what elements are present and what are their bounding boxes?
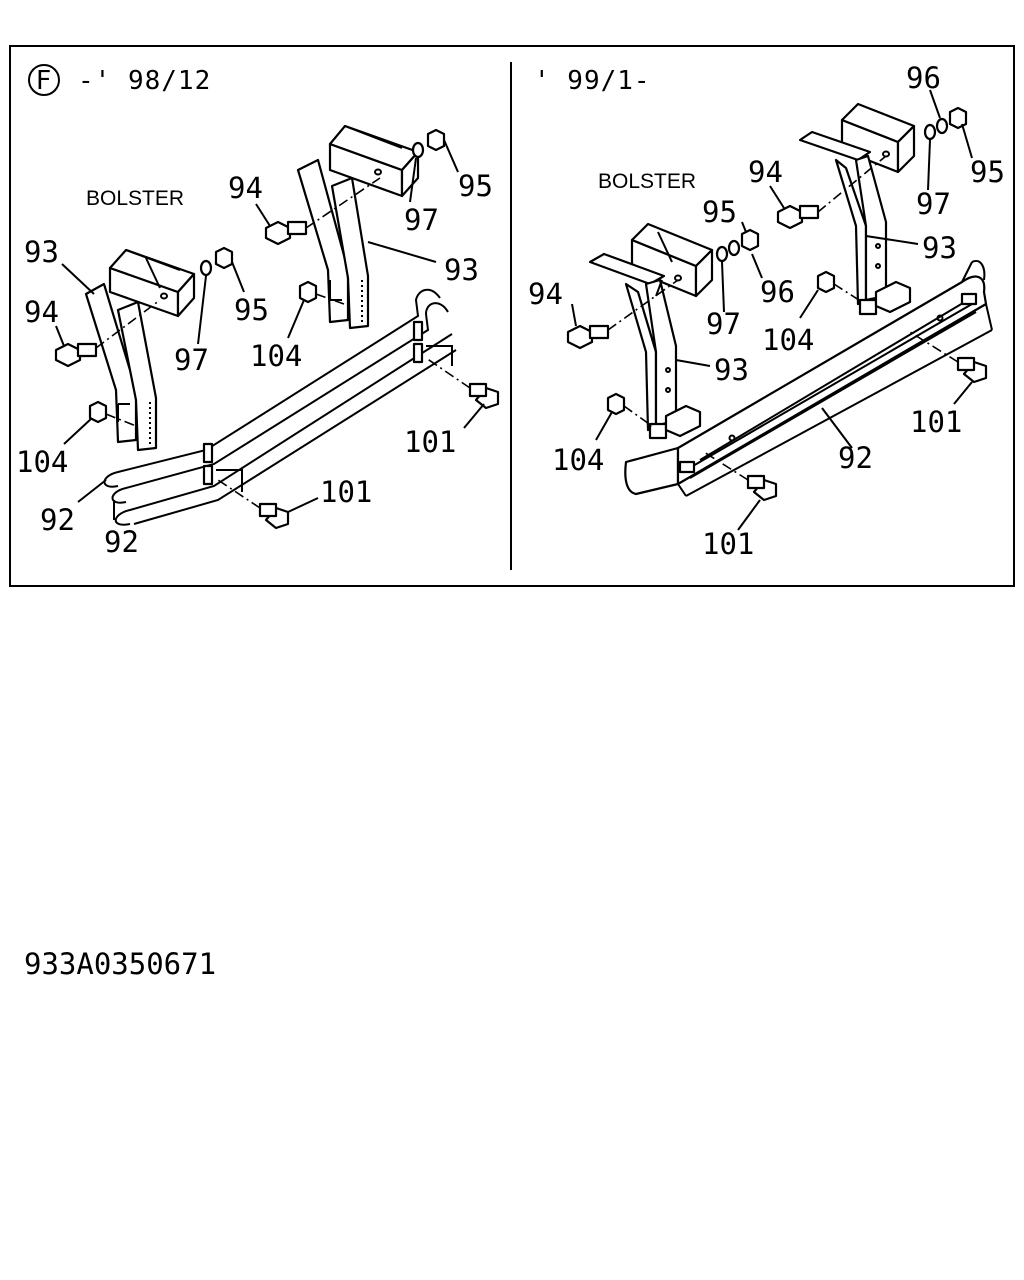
callout-92-left-b: 92 [104, 525, 139, 559]
bolster-back-left [328, 124, 420, 198]
bumper-bar-left [103, 280, 457, 526]
bolt-94-front-left [54, 342, 98, 368]
bolt-94-front-right [566, 324, 610, 350]
bolt-101-front-right [746, 474, 778, 502]
nut-104-front-right [606, 392, 626, 416]
circled-letter-badge [28, 64, 60, 96]
nut-95-front-right [740, 228, 760, 252]
bolster-label-right: BOLSTER [598, 170, 696, 193]
circled-letter: F [36, 66, 53, 96]
washer-97-front-right [715, 245, 729, 263]
bolt-94-back-left [264, 220, 308, 246]
callout-97-right-a: 97 [916, 187, 951, 221]
bolt-94-back-right [776, 204, 820, 230]
callout-94-left-a: 94 [24, 295, 59, 329]
nut-104-front-left [88, 400, 108, 424]
period-label-right: ' 99/1- [534, 66, 651, 96]
callout-95-left-a: 95 [458, 169, 493, 203]
callout-97-left-b: 97 [174, 343, 209, 377]
bolster-label-left: BOLSTER [86, 187, 184, 210]
callout-101-right-a: 101 [910, 405, 962, 439]
callout-97-left-a: 97 [404, 203, 439, 237]
washer-97-back-right [923, 123, 937, 141]
callout-94-right-a: 94 [748, 155, 783, 189]
callout-104-left-b: 104 [16, 445, 68, 479]
nut-104-back-left [298, 280, 318, 304]
callout-93-left-a: 93 [24, 235, 59, 269]
hardware-left [54, 128, 500, 530]
panel-right: ' 99/1- BOLSTER [528, 61, 1005, 561]
hardware-right [566, 106, 988, 502]
drawing-code: 933A0350671 [24, 947, 216, 981]
bumper-channel-right [624, 260, 993, 497]
callout-97-right-b: 97 [706, 307, 741, 341]
callout-93-right-a: 93 [922, 231, 957, 265]
callout-94-right-b: 94 [528, 277, 563, 311]
callout-101-left-b: 101 [320, 475, 372, 509]
panel-left: F -' 98/12 BOLSTER [16, 64, 500, 559]
callout-101-right-b: 101 [702, 527, 754, 561]
washer-97-back-left [411, 141, 425, 159]
callout-101-left-a: 101 [404, 425, 456, 459]
nut-95-back-right [948, 106, 968, 130]
bolt-101-rear-left [468, 382, 500, 410]
leader-lines-right [571, 89, 973, 531]
bracket-back-right [798, 130, 912, 316]
bolster-back-right [840, 102, 916, 174]
bracket-back-left [296, 158, 370, 330]
period-label-left: -' 98/12 [78, 66, 211, 96]
nut-104-back-right [816, 270, 836, 294]
bracket-front-left [84, 282, 158, 452]
bracket-front-right [588, 252, 702, 440]
washer-96-front-right [727, 239, 741, 257]
washer-96-back-right [935, 117, 949, 135]
nut-95-back-left [426, 128, 446, 152]
callout-93-left-b: 93 [444, 253, 479, 287]
washer-97-front-left [199, 259, 213, 277]
callout-104-left-a: 104 [250, 339, 302, 373]
callout-104-right-b: 104 [552, 443, 604, 477]
callout-95-right-a: 95 [970, 155, 1005, 189]
bolt-101-rear-right [956, 356, 988, 384]
diagram-frame [9, 45, 1015, 587]
bolster-front-left [108, 248, 196, 318]
callout-92-right: 92 [838, 441, 873, 475]
bolt-101-front-left [258, 502, 290, 530]
leader-lines-left [55, 139, 485, 520]
callout-93-right-b: 93 [714, 353, 749, 387]
callout-94-left-b: 94 [228, 171, 263, 205]
callout-96-right-b: 96 [760, 275, 795, 309]
nut-95-front-left [214, 246, 234, 270]
callout-96-right-a: 96 [906, 61, 941, 95]
callout-95-left-b: 95 [234, 293, 269, 327]
callout-95-right-b: 95 [702, 195, 737, 229]
callout-92-left-a: 92 [40, 503, 75, 537]
callout-104-right-a: 104 [762, 323, 814, 357]
bolster-front-right [630, 222, 714, 298]
